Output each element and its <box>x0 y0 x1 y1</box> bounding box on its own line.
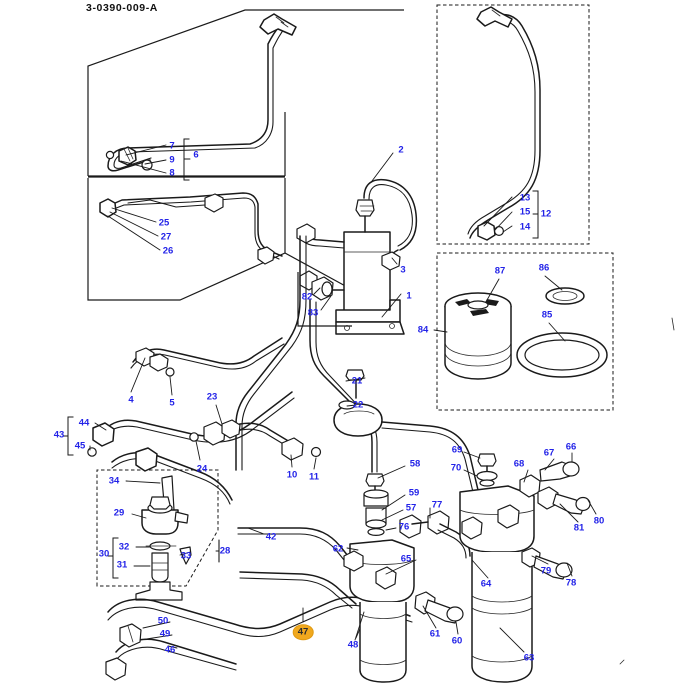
callout-27[interactable]: 27 <box>160 231 172 243</box>
callout-66[interactable]: 66 <box>565 441 577 453</box>
callout-65[interactable]: 65 <box>400 553 412 565</box>
callout-67[interactable]: 67 <box>543 447 555 459</box>
pipe-assembly-43-44-45 <box>62 391 295 505</box>
callout-70[interactable]: 70 <box>450 462 462 474</box>
callout-7[interactable]: 7 <box>169 140 175 152</box>
callout-50[interactable]: 50 <box>157 615 169 627</box>
lift-pump-assembly <box>296 152 418 335</box>
pipe-assembly-25-27 <box>99 192 283 265</box>
callout-80[interactable]: 80 <box>593 515 605 527</box>
drawing-number: 3-0390-009-A <box>86 2 158 14</box>
pipe-assembly-4-5 <box>130 337 285 396</box>
callout-31[interactable]: 31 <box>116 559 128 571</box>
callout-76[interactable]: 76 <box>398 521 410 533</box>
callout-85[interactable]: 85 <box>541 309 553 321</box>
callout-30[interactable]: 30 <box>98 548 110 560</box>
callout-3[interactable]: 3 <box>400 264 406 276</box>
misc-ticks <box>619 317 675 665</box>
callout-4[interactable]: 4 <box>128 394 134 406</box>
callout-64[interactable]: 64 <box>480 578 492 590</box>
callout-33[interactable]: 33 <box>180 550 192 562</box>
callout-22[interactable]: 22 <box>352 399 364 411</box>
callout-86[interactable]: 86 <box>538 262 550 274</box>
callout-47[interactable]: 47 <box>293 625 313 639</box>
callout-46[interactable]: 46 <box>164 644 176 656</box>
callout-28[interactable]: 28 <box>219 545 231 557</box>
callout-11[interactable]: 11 <box>308 471 320 483</box>
fuel-tap-assembly <box>107 475 220 601</box>
callout-32[interactable]: 32 <box>118 541 130 553</box>
callout-15[interactable]: 15 <box>519 206 531 218</box>
callout-62[interactable]: 62 <box>332 543 344 555</box>
callout-10[interactable]: 10 <box>286 469 298 481</box>
callout-12[interactable]: 12 <box>540 208 552 220</box>
callout-59[interactable]: 59 <box>408 487 420 499</box>
callout-87[interactable]: 87 <box>494 265 506 277</box>
callout-58[interactable]: 58 <box>409 458 421 470</box>
callout-2[interactable]: 2 <box>398 144 404 156</box>
junction-assembly <box>203 369 479 493</box>
callout-14[interactable]: 14 <box>519 221 531 233</box>
callout-83[interactable]: 83 <box>307 307 319 319</box>
callout-42[interactable]: 42 <box>265 531 277 543</box>
hose-assembly-12 <box>467 6 541 241</box>
callout-1[interactable]: 1 <box>406 290 412 302</box>
callout-68[interactable]: 68 <box>513 458 525 470</box>
callout-34[interactable]: 34 <box>108 475 120 487</box>
callout-49[interactable]: 49 <box>159 628 171 640</box>
callout-26[interactable]: 26 <box>162 245 174 257</box>
callout-84[interactable]: 84 <box>417 324 429 336</box>
callout-78[interactable]: 78 <box>565 577 577 589</box>
callout-63[interactable]: 63 <box>523 652 535 664</box>
callout-44[interactable]: 44 <box>78 417 90 429</box>
callout-69[interactable]: 69 <box>451 444 463 456</box>
callout-82[interactable]: 82 <box>301 291 313 303</box>
panel-outlines <box>87 4 614 587</box>
callout-29[interactable]: 29 <box>113 507 125 519</box>
lower-pipe-runs <box>105 527 413 681</box>
callout-23[interactable]: 23 <box>206 391 218 403</box>
callout-43[interactable]: 43 <box>53 429 65 441</box>
callout-25[interactable]: 25 <box>158 217 170 229</box>
fuel-filter-right <box>459 451 597 683</box>
filter-element-assembly <box>433 275 608 380</box>
callout-48[interactable]: 48 <box>347 639 359 651</box>
callout-77[interactable]: 77 <box>431 499 443 511</box>
callout-61[interactable]: 61 <box>429 628 441 640</box>
callout-6[interactable]: 6 <box>193 149 199 161</box>
callout-8[interactable]: 8 <box>169 167 175 179</box>
pipe-assembly-6 <box>105 13 297 181</box>
callout-57[interactable]: 57 <box>405 502 417 514</box>
callout-24[interactable]: 24 <box>196 463 208 475</box>
callout-60[interactable]: 60 <box>451 635 463 647</box>
callout-9[interactable]: 9 <box>169 154 175 166</box>
callout-45[interactable]: 45 <box>74 440 86 452</box>
fuel-filter-left <box>343 465 471 683</box>
callout-13[interactable]: 13 <box>519 192 531 204</box>
callout-81[interactable]: 81 <box>573 522 585 534</box>
callout-21[interactable]: 21 <box>351 375 363 387</box>
callout-79[interactable]: 79 <box>540 565 552 577</box>
callout-5[interactable]: 5 <box>169 397 175 409</box>
